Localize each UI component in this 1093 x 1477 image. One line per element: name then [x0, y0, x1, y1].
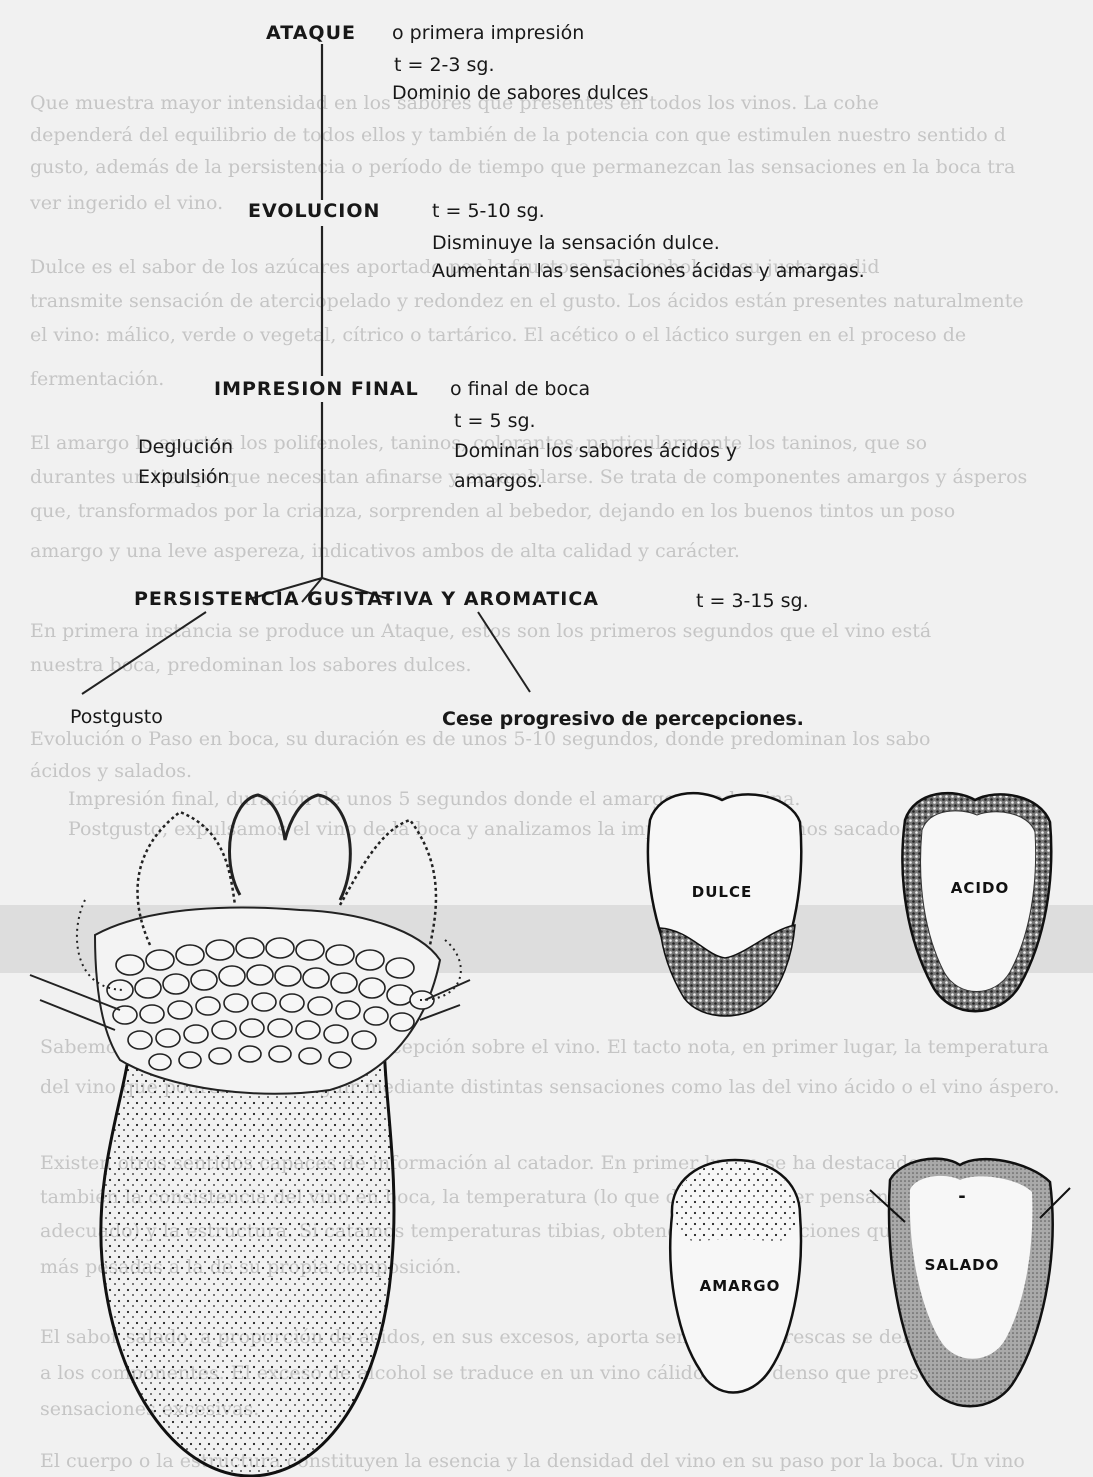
persistencia-time: t = 3-15 sg.	[696, 590, 809, 612]
postgusto-label: Postgusto	[70, 706, 163, 728]
ataque-title: ATAQUE	[266, 22, 356, 44]
label-salado: SALADO	[925, 1256, 1000, 1274]
evolucion-time: t = 5-10 sg.	[432, 200, 545, 222]
evolucion-desc-2: Aumentan las sensaciones ácidas y amarga…	[432, 260, 865, 282]
tongue-acido	[902, 793, 1051, 1011]
tongue-dulce	[648, 793, 801, 1016]
ataque-time: t = 2-3 sg.	[394, 54, 495, 76]
evolucion-title: EVOLUCION	[248, 200, 380, 222]
final-time: t = 5 sg.	[454, 410, 536, 432]
label-amargo: AMARGO	[700, 1277, 781, 1295]
tongue-anatomy-illustration	[30, 795, 470, 1476]
final-left-2: Expulsión	[138, 466, 229, 488]
persistencia-title: PERSISTENCIA GUSTATIVA Y AROMATICA	[134, 588, 599, 610]
label-acido: ACIDO	[951, 879, 1009, 897]
ataque-desc: Dominio de sabores dulces	[392, 82, 648, 104]
tongue-salado	[870, 1159, 1070, 1407]
svg-text:-: -	[958, 1186, 965, 1207]
final-desc-2: amargos.	[454, 470, 543, 492]
cese-label: Cese progresivo de percepciones.	[442, 708, 804, 730]
ataque-subtitle: o primera impresión	[392, 22, 584, 44]
evolucion-desc-1: Disminuye la sensación dulce.	[432, 232, 720, 254]
final-desc-1: Dominan los sabores ácidos y	[454, 440, 737, 462]
label-dulce: DULCE	[692, 883, 752, 901]
final-subtitle: o final de boca	[450, 378, 590, 400]
final-title: IMPRESION FINAL	[214, 378, 419, 400]
final-left-1: Deglución	[138, 436, 233, 458]
